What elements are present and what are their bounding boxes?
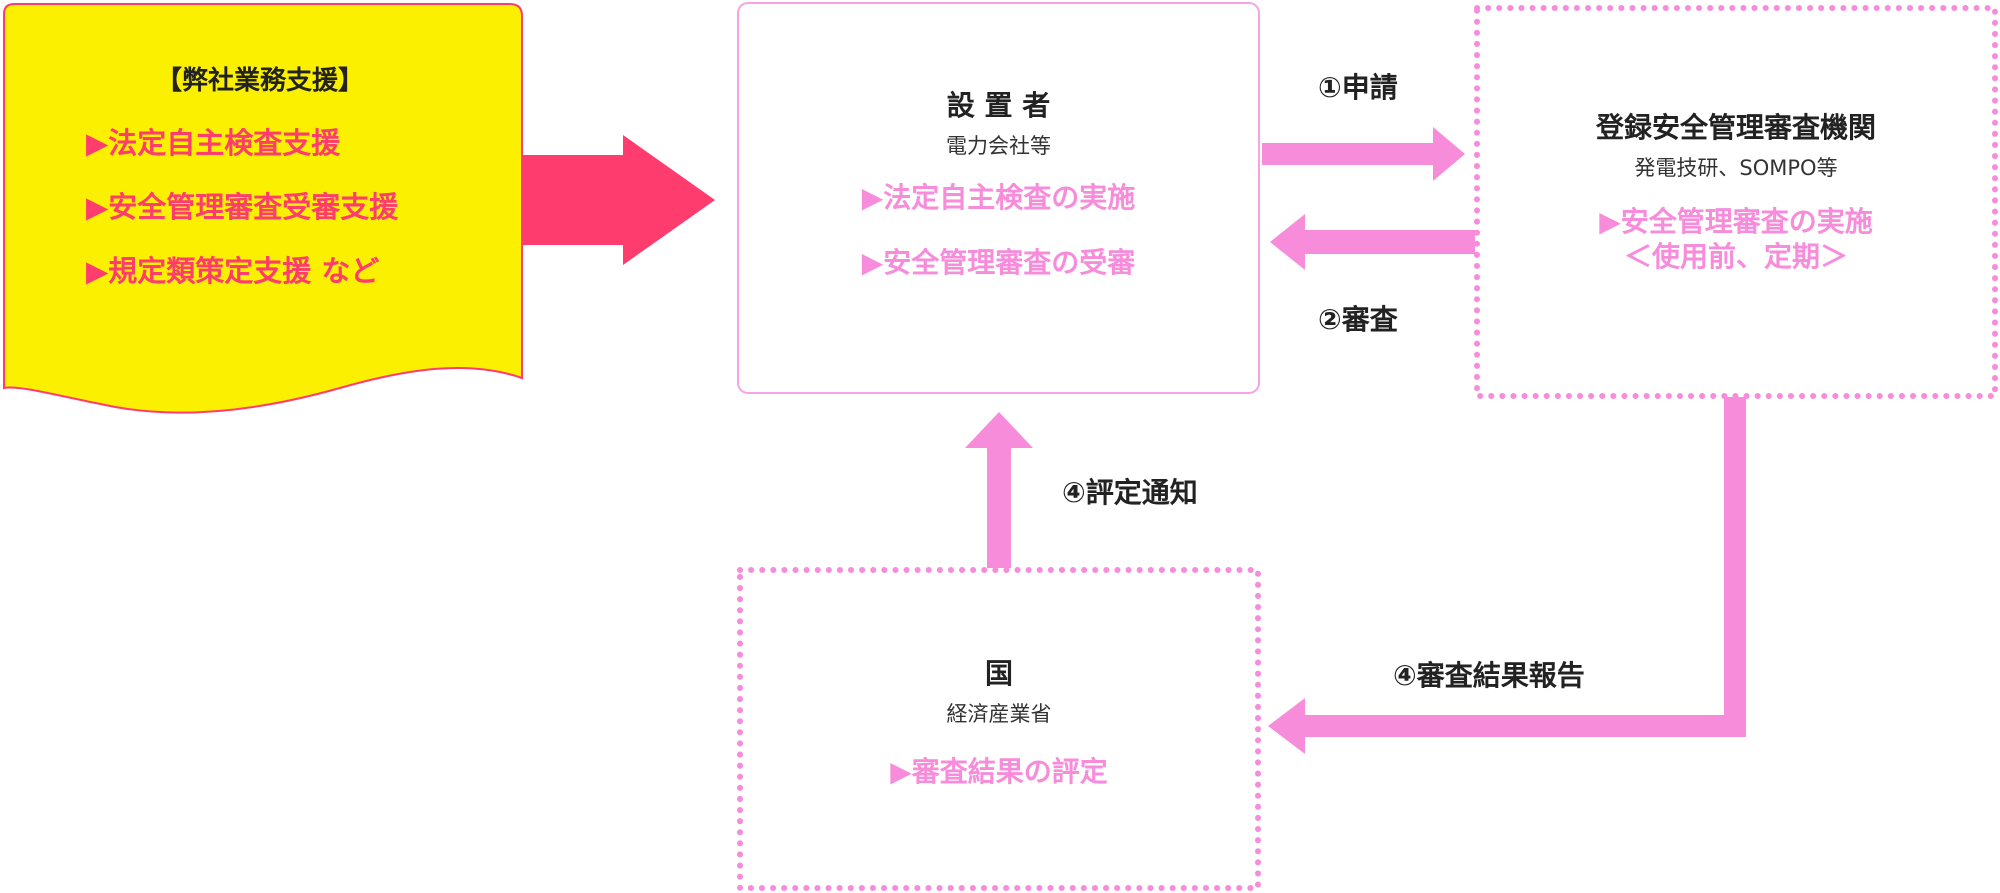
support-box: 【弊社業務支援】 ▶法定自主検査支援 ▶安全管理審査受審支援 ▶規定類策定支援 … bbox=[0, 60, 520, 303]
support-item: ▶法定自主検査支援 bbox=[86, 126, 341, 160]
support-arrow bbox=[523, 135, 715, 265]
country-item: ▶審査結果の評定 bbox=[890, 755, 1108, 788]
support-box-shape bbox=[3, 3, 523, 414]
country-box bbox=[737, 567, 1261, 891]
apply-label: ①申請 bbox=[1318, 71, 1398, 104]
review-arrow bbox=[1270, 214, 1475, 270]
registered-body-title: 登録安全管理審査機関 bbox=[1595, 111, 1876, 144]
setter-box bbox=[737, 2, 1260, 394]
setter-node: 設 置 者 電力会社等 ▶法定自主検査の実施 ▶安全管理審査の受審 bbox=[738, 84, 1259, 280]
country-subtitle: 経済産業省 bbox=[946, 702, 1052, 726]
registered-body-subtitle: 発電技研、SOMPO等 bbox=[1634, 156, 1838, 180]
report-arrow bbox=[1268, 397, 1746, 754]
setter-item: ▶安全管理審査の受審 bbox=[861, 246, 1136, 279]
registered-body-item: ＜使用前、定期＞ bbox=[1623, 240, 1848, 273]
setter-subtitle: 電力会社等 bbox=[946, 134, 1051, 158]
registered-body-node: 登録安全管理審査機関 発電技研、SOMPO等 ▶安全管理審査の実施 ＜使用前、定… bbox=[1477, 106, 1995, 274]
review-label: ②審査 bbox=[1318, 303, 1398, 336]
support-item: ▶安全管理審査受審支援 bbox=[86, 190, 399, 224]
apply-arrow bbox=[1262, 127, 1465, 181]
support-item: ▶規定類策定支援 など bbox=[86, 254, 380, 288]
setter-item: ▶法定自主検査の実施 bbox=[861, 181, 1136, 214]
report-label: ④審査結果報告 bbox=[1393, 659, 1585, 692]
support-heading: 【弊社業務支援】 bbox=[155, 66, 364, 96]
notify-label: ④評定通知 bbox=[1062, 476, 1198, 509]
country-title: 国 bbox=[984, 657, 1013, 690]
country-node: 国 経済産業省 ▶審査結果の評定 bbox=[740, 652, 1258, 789]
notify-arrow bbox=[965, 412, 1033, 568]
registered-body-item: ▶安全管理審査の実施 bbox=[1599, 205, 1873, 238]
registered-body-box bbox=[1474, 5, 1998, 399]
setter-title: 設 置 者 bbox=[946, 89, 1051, 122]
